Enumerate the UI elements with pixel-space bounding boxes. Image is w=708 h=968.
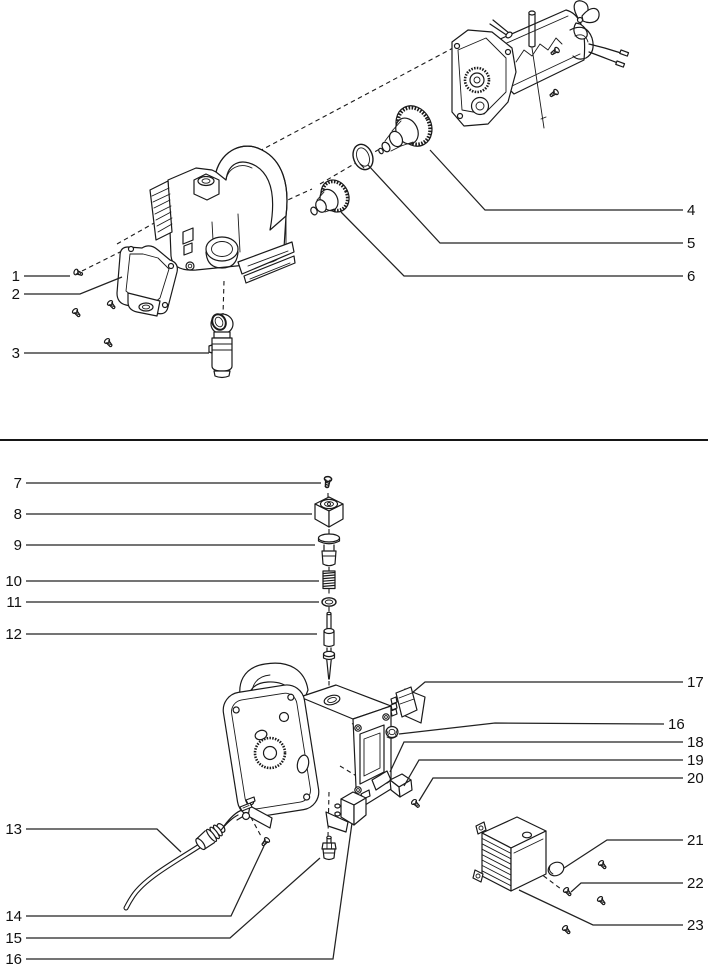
leader-line-13-power-cord bbox=[26, 828, 182, 853]
switch-drawing bbox=[334, 789, 371, 826]
leader-line-21-plug-disc bbox=[563, 839, 683, 869]
leader-line-23-heat-sink bbox=[518, 889, 683, 926]
upper-assembly-section bbox=[70, 0, 630, 379]
valve-stack-drawing bbox=[314, 475, 344, 680]
callout-label-13-power-cord: 13 bbox=[5, 821, 22, 838]
ground-screw-drawing bbox=[259, 836, 272, 848]
valve-screw-drawing bbox=[322, 475, 333, 489]
callout-label-16-switch: 16 bbox=[5, 951, 22, 968]
callout-label-22-heat-sink-screw: 22 bbox=[687, 875, 704, 892]
heat-sink-drawing bbox=[472, 816, 547, 892]
power-cord-drawing bbox=[123, 796, 256, 911]
callout-label-9-valve-seat: 9 bbox=[14, 537, 22, 554]
callout-label-8-valve-cap: 8 bbox=[14, 506, 22, 523]
leader-line-6-pinion-gear bbox=[340, 211, 683, 277]
leader-line-4-drive-gear bbox=[429, 149, 683, 211]
washer-drawing bbox=[352, 143, 374, 171]
leader-line-14-ground-screw bbox=[26, 845, 265, 917]
callout-label-17-terminal-block: 17 bbox=[687, 674, 704, 691]
terminal-block-drawing bbox=[390, 686, 426, 724]
cover-screws-drawing bbox=[70, 268, 118, 349]
valve-cap-drawing bbox=[314, 496, 344, 528]
leader-line-16-nut bbox=[398, 722, 665, 735]
valve-spring-drawing bbox=[322, 570, 336, 590]
callout-label-3-inlet-valve: 3 bbox=[12, 345, 20, 362]
pinion-gear-drawing bbox=[310, 179, 350, 216]
leader-line-20-block-screw bbox=[418, 777, 683, 802]
nut-drawing bbox=[385, 725, 399, 739]
callout-label-6-pinion-gear: 6 bbox=[687, 268, 695, 285]
callout-label-23-heat-sink: 23 bbox=[687, 917, 704, 934]
capacitor-block-drawing bbox=[389, 773, 413, 798]
drive-gear-drawing bbox=[378, 105, 433, 155]
callout-label-21-plug-disc: 21 bbox=[687, 832, 704, 849]
leader-line-18-label-plate bbox=[389, 741, 683, 773]
callout-label-14-ground-screw: 14 bbox=[5, 908, 22, 925]
callout-label-20-block-screw: 20 bbox=[687, 770, 704, 787]
leader-line-22-heat-sink-screw bbox=[570, 882, 683, 893]
leader-line-5-washer bbox=[367, 164, 683, 244]
callout-label-7-valve-screw: 7 bbox=[14, 475, 22, 492]
leader-line-19-capacitor-block bbox=[403, 759, 683, 787]
motor-assembly-drawing bbox=[451, 0, 630, 129]
plug-disc-drawing bbox=[547, 861, 565, 877]
piston-rod-drawing bbox=[322, 611, 336, 680]
leader-line-2-front-cover bbox=[24, 276, 123, 295]
outlet-fitting-drawing bbox=[321, 835, 337, 861]
callout-label-19-capacitor-block: 19 bbox=[687, 752, 704, 769]
callout-label-12-piston-rod: 12 bbox=[5, 626, 22, 643]
callout-label-4-drive-gear: 4 bbox=[687, 202, 695, 219]
loose-screws-drawing bbox=[560, 859, 609, 936]
inlet-valve-drawing bbox=[208, 313, 234, 379]
callout-label-10-valve-spring: 10 bbox=[5, 573, 22, 590]
callout-label-15-outlet-fitting: 15 bbox=[5, 930, 22, 947]
callout-label-5-washer: 5 bbox=[687, 235, 695, 252]
callout-label-18-label-plate: 18 bbox=[687, 734, 704, 751]
valve-seat-drawing bbox=[317, 533, 341, 567]
sprayer-body-drawing bbox=[149, 145, 296, 284]
pump-housing-drawing bbox=[222, 662, 392, 833]
o-ring-drawing bbox=[321, 597, 337, 607]
callout-label-11-o-ring: 11 bbox=[6, 594, 22, 611]
assembly-dashed-lines-top bbox=[81, 39, 469, 316]
leader-line-16-switch bbox=[26, 822, 353, 960]
front-cover-drawing bbox=[116, 245, 178, 317]
leader-line-17-terminal-block bbox=[411, 681, 683, 694]
callout-label-2-front-cover: 2 bbox=[12, 286, 20, 303]
callout-label-1-cover-screw: 1 bbox=[12, 268, 20, 285]
callout-label-16-nut: 16 bbox=[668, 716, 685, 733]
leader-line-15-outlet-fitting bbox=[26, 857, 321, 939]
lower-assembly-section bbox=[123, 475, 609, 936]
